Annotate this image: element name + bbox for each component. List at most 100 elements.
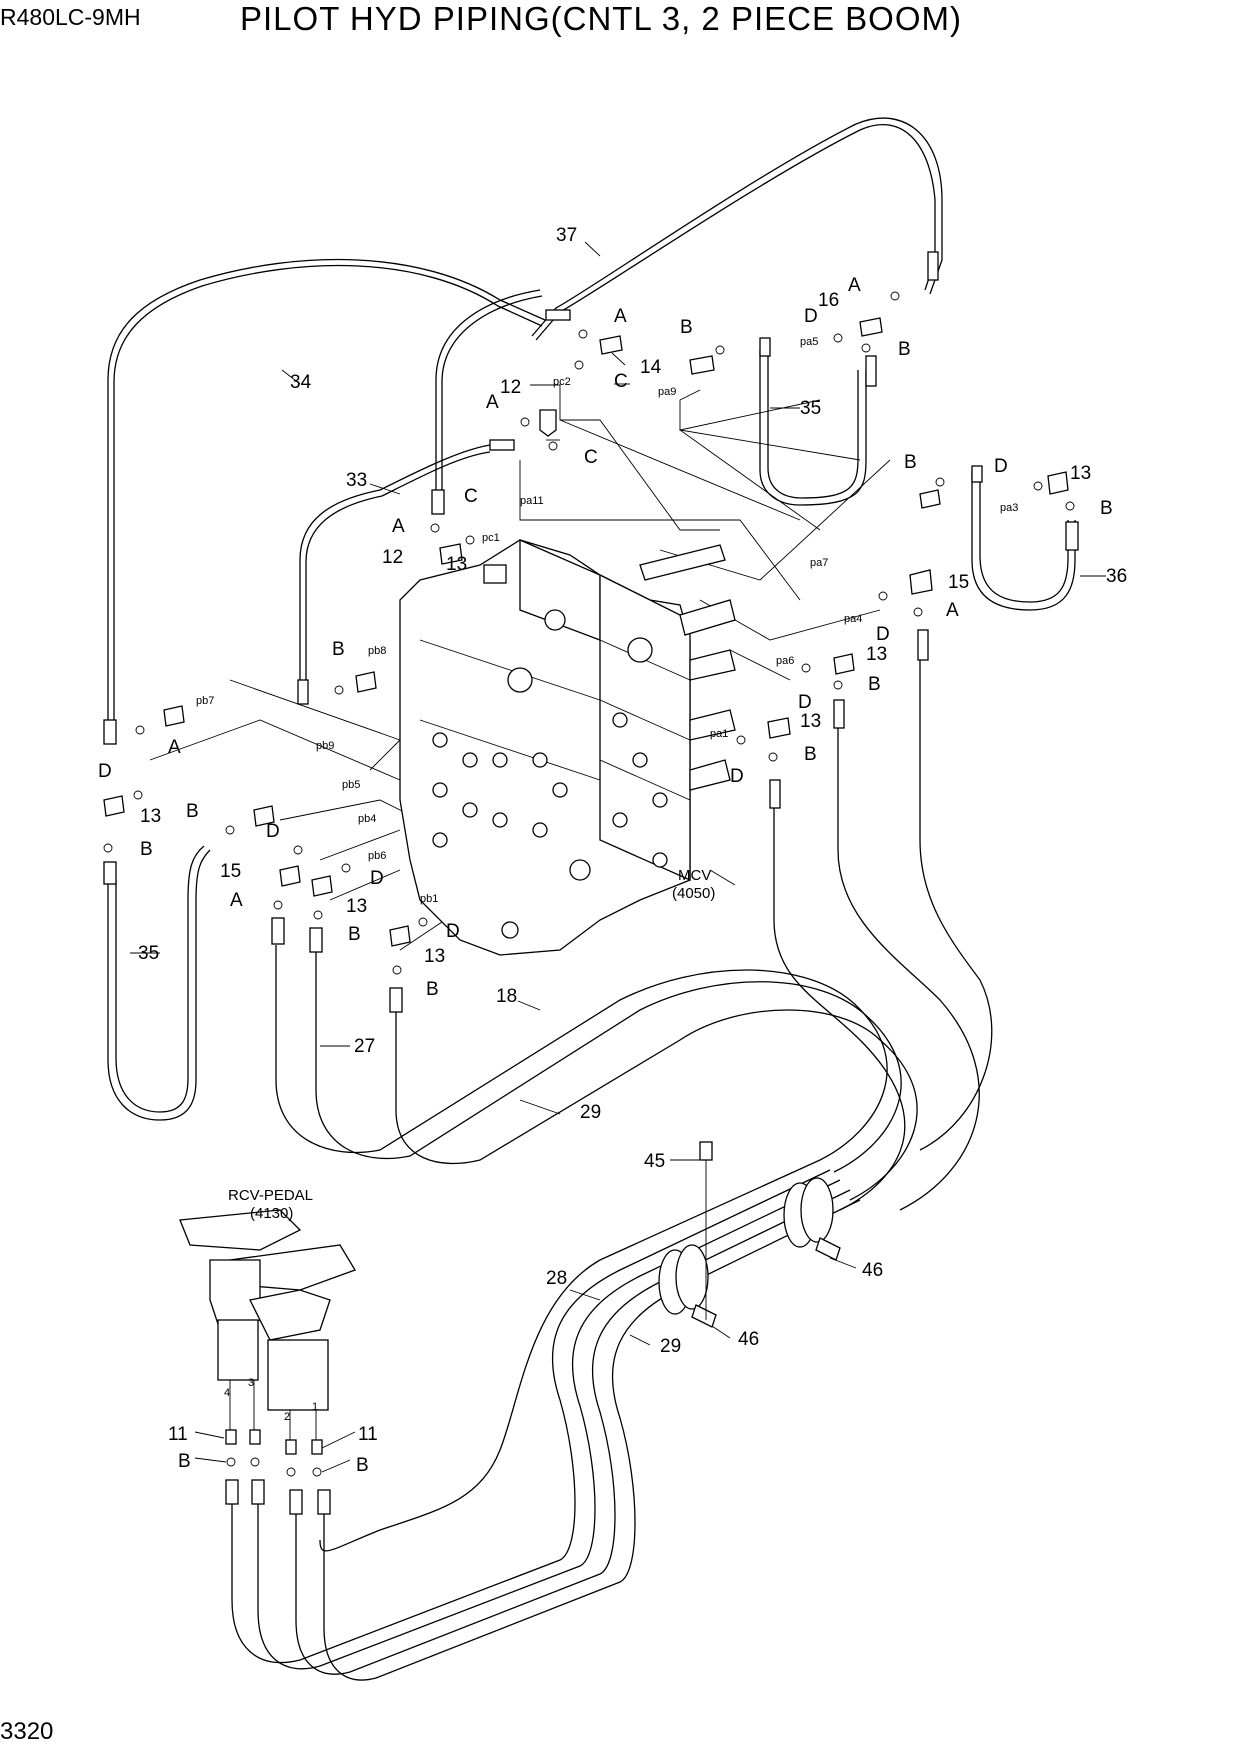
label-13-d: 13 xyxy=(140,806,161,827)
line-pb9 xyxy=(149,719,401,781)
label-37: 37 xyxy=(556,225,577,246)
hose-35-upper xyxy=(759,350,867,506)
letter-c: C xyxy=(464,486,478,507)
hose-from-pa1 xyxy=(773,800,906,1211)
letter-b: B xyxy=(868,674,881,695)
label-29-upper: 29 xyxy=(580,1102,601,1123)
letter-b: B xyxy=(356,1455,369,1476)
letter-c: C xyxy=(584,447,598,468)
mcv-code: (4050) xyxy=(672,885,715,902)
line-pb7 xyxy=(229,679,401,771)
pedal-port-4: 4 xyxy=(224,1387,230,1399)
label-28: 28 xyxy=(546,1268,567,1289)
letter-b: B xyxy=(332,639,345,660)
label-16: 16 xyxy=(818,290,839,311)
hose-34 xyxy=(107,258,546,735)
letter-a: A xyxy=(392,516,405,537)
letter-b: B xyxy=(804,744,817,765)
label-33: 33 xyxy=(346,470,367,491)
label-46-right: 46 xyxy=(862,1260,883,1281)
port-pc2: pc2 xyxy=(553,376,571,388)
port-pa1: pa1 xyxy=(710,728,728,740)
letter-b: B xyxy=(348,924,361,945)
letter-d: D xyxy=(730,766,744,787)
hose-36-inner xyxy=(979,470,1069,603)
label-35-upper: 35 xyxy=(800,398,821,419)
pedal-port-1: 1 xyxy=(312,1401,318,1413)
model-number: R480LC-9MH xyxy=(0,4,141,30)
hose-33-upper-inner xyxy=(441,295,543,492)
port-pa11: pa11 xyxy=(520,495,544,507)
line-pb6 xyxy=(329,869,401,901)
letter-d: D xyxy=(994,456,1008,477)
port-pc1: pc1 xyxy=(482,532,500,544)
line-pc2 xyxy=(530,384,720,531)
letter-b: B xyxy=(904,452,917,473)
letter-a: A xyxy=(168,737,181,758)
label-46-left: 46 xyxy=(738,1329,759,1350)
line-pb4 xyxy=(319,829,401,861)
letter-b: B xyxy=(140,839,153,860)
component-labels: MCV (4050) RCV-PEDAL (4130) xyxy=(228,867,715,1222)
line-pa6 xyxy=(729,649,791,681)
port-pb4: pb4 xyxy=(358,813,376,825)
port-pa5: pa5 xyxy=(800,336,818,348)
port-pa9: pa9 xyxy=(658,386,676,398)
label-14: 14 xyxy=(640,357,662,378)
port-pb5: pb5 xyxy=(342,779,360,791)
label-15-right: 15 xyxy=(948,572,969,593)
mcv-block xyxy=(399,539,736,956)
rcv-pedal-label: RCV-PEDAL xyxy=(228,1187,313,1204)
label-15-left: 15 xyxy=(220,861,241,882)
letter-d: D xyxy=(370,868,384,889)
letter-b: B xyxy=(186,801,199,822)
port-pa7: pa7 xyxy=(810,557,828,569)
hose-lower-4 xyxy=(323,1199,861,1681)
label-27: 27 xyxy=(354,1036,375,1057)
hose-33 xyxy=(299,444,491,690)
port-pb7: pb7 xyxy=(196,695,214,707)
label-36: 36 xyxy=(1106,566,1127,587)
letter-d: D xyxy=(98,761,112,782)
o-rings xyxy=(103,291,1075,975)
hose-28 xyxy=(231,1169,831,1664)
label-29-lower: 29 xyxy=(660,1336,681,1357)
port-pa4: pa4 xyxy=(844,613,862,625)
port-pa6: pa6 xyxy=(776,655,794,667)
letter-a: A xyxy=(486,392,499,413)
label-12-top: 12 xyxy=(500,377,521,398)
hose-ends xyxy=(103,251,1079,1013)
label-13-a: 13 xyxy=(1070,463,1091,484)
label-18: 18 xyxy=(496,986,517,1007)
letter-a: A xyxy=(946,600,959,621)
letter-c: C xyxy=(614,371,628,392)
port-pb6: pb6 xyxy=(368,850,386,862)
line-pa11 xyxy=(519,460,801,601)
clamps xyxy=(658,1141,841,1328)
pedal-port-numbers: 4 3 2 1 xyxy=(224,1377,318,1423)
letter-b: B xyxy=(680,317,693,338)
hose-lower-3 xyxy=(295,1189,851,1675)
label-34: 34 xyxy=(290,372,312,393)
pedal-port-2: 2 xyxy=(284,1411,290,1423)
letter-a: A xyxy=(848,275,861,296)
label-35-lower: 35 xyxy=(138,943,159,964)
leader-lines xyxy=(130,241,1106,1473)
hose-35-upper-inner xyxy=(767,350,859,499)
hose-35-lower xyxy=(107,849,211,1121)
label-13-g: 13 xyxy=(446,554,467,575)
hose-27 xyxy=(275,945,888,1552)
letter-b: B xyxy=(1100,498,1113,519)
mcv-label: MCV xyxy=(678,867,711,884)
port-pb9: pb9 xyxy=(316,740,334,752)
pedal-port-3: 3 xyxy=(248,1377,254,1389)
letter-b: B xyxy=(898,339,911,360)
hose-33-upper xyxy=(435,289,541,492)
hose-37 xyxy=(535,124,936,341)
page-title: PILOT HYD PIPING(CNTL 3, 2 PIECE BOOM) xyxy=(240,0,962,37)
hose-from-pa6 xyxy=(837,710,980,1211)
hose-33-inner xyxy=(305,451,491,690)
hose-29-lower xyxy=(257,1179,841,1670)
hose-29 xyxy=(395,1009,918,1201)
port-pa3: pa3 xyxy=(1000,502,1018,514)
